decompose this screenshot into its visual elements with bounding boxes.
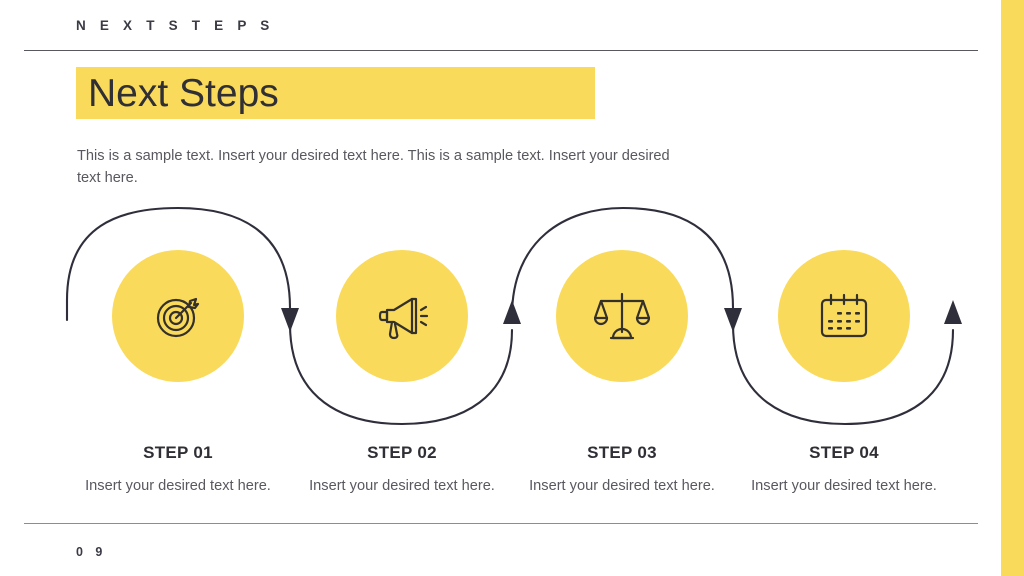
step-title-1: STEP 01 bbox=[143, 443, 213, 462]
target-arrow-flight bbox=[187, 297, 200, 310]
header-divider bbox=[24, 50, 978, 51]
footer-divider bbox=[24, 523, 978, 524]
arrowhead-up-1 bbox=[503, 300, 521, 324]
step-description-4: Insert your desired text here. bbox=[751, 478, 937, 494]
megaphone-icon bbox=[378, 297, 429, 340]
calendar-icon bbox=[820, 293, 868, 338]
balance-scale-icon bbox=[594, 292, 650, 340]
intro-line-1: This is a sample text. Insert your desir… bbox=[77, 148, 545, 164]
step-description-1: Insert your desired text here. bbox=[85, 478, 271, 494]
step-caption-1: STEP 01 Insert your desired text here. bbox=[73, 443, 283, 497]
page-number: 0 9 bbox=[76, 545, 107, 559]
intro-line-2: Insert your desired text here. bbox=[77, 148, 670, 186]
step-caption-3: STEP 03 Insert your desired text here. bbox=[517, 443, 727, 497]
right-accent-bar bbox=[1001, 0, 1024, 576]
step-circle-1[interactable] bbox=[112, 250, 244, 382]
slide-eyebrow-label: N E X T S T E P S bbox=[76, 18, 275, 33]
intro-paragraph: This is a sample text. Insert your desir… bbox=[77, 146, 687, 189]
step-description-3: Insert your desired text here. bbox=[529, 478, 715, 494]
page-title: Next Steps bbox=[88, 72, 279, 115]
target-icon bbox=[156, 297, 200, 338]
arrowhead-down-2 bbox=[724, 308, 742, 332]
arrowhead-up-2 bbox=[944, 300, 962, 324]
step-caption-2: STEP 02 Insert your desired text here. bbox=[297, 443, 507, 497]
step-title-3: STEP 03 bbox=[587, 443, 657, 462]
step-circle-2[interactable] bbox=[336, 250, 468, 382]
step-title-4: STEP 04 bbox=[809, 443, 879, 462]
step-circle-3[interactable] bbox=[556, 250, 688, 382]
step-description-2: Insert your desired text here. bbox=[309, 478, 495, 494]
arrowhead-down-1 bbox=[281, 308, 299, 332]
step-caption-4: STEP 04 Insert your desired text here. bbox=[739, 443, 949, 497]
title-highlight-band bbox=[76, 67, 595, 119]
step-title-2: STEP 02 bbox=[367, 443, 437, 462]
step-circle-4[interactable] bbox=[778, 250, 910, 382]
